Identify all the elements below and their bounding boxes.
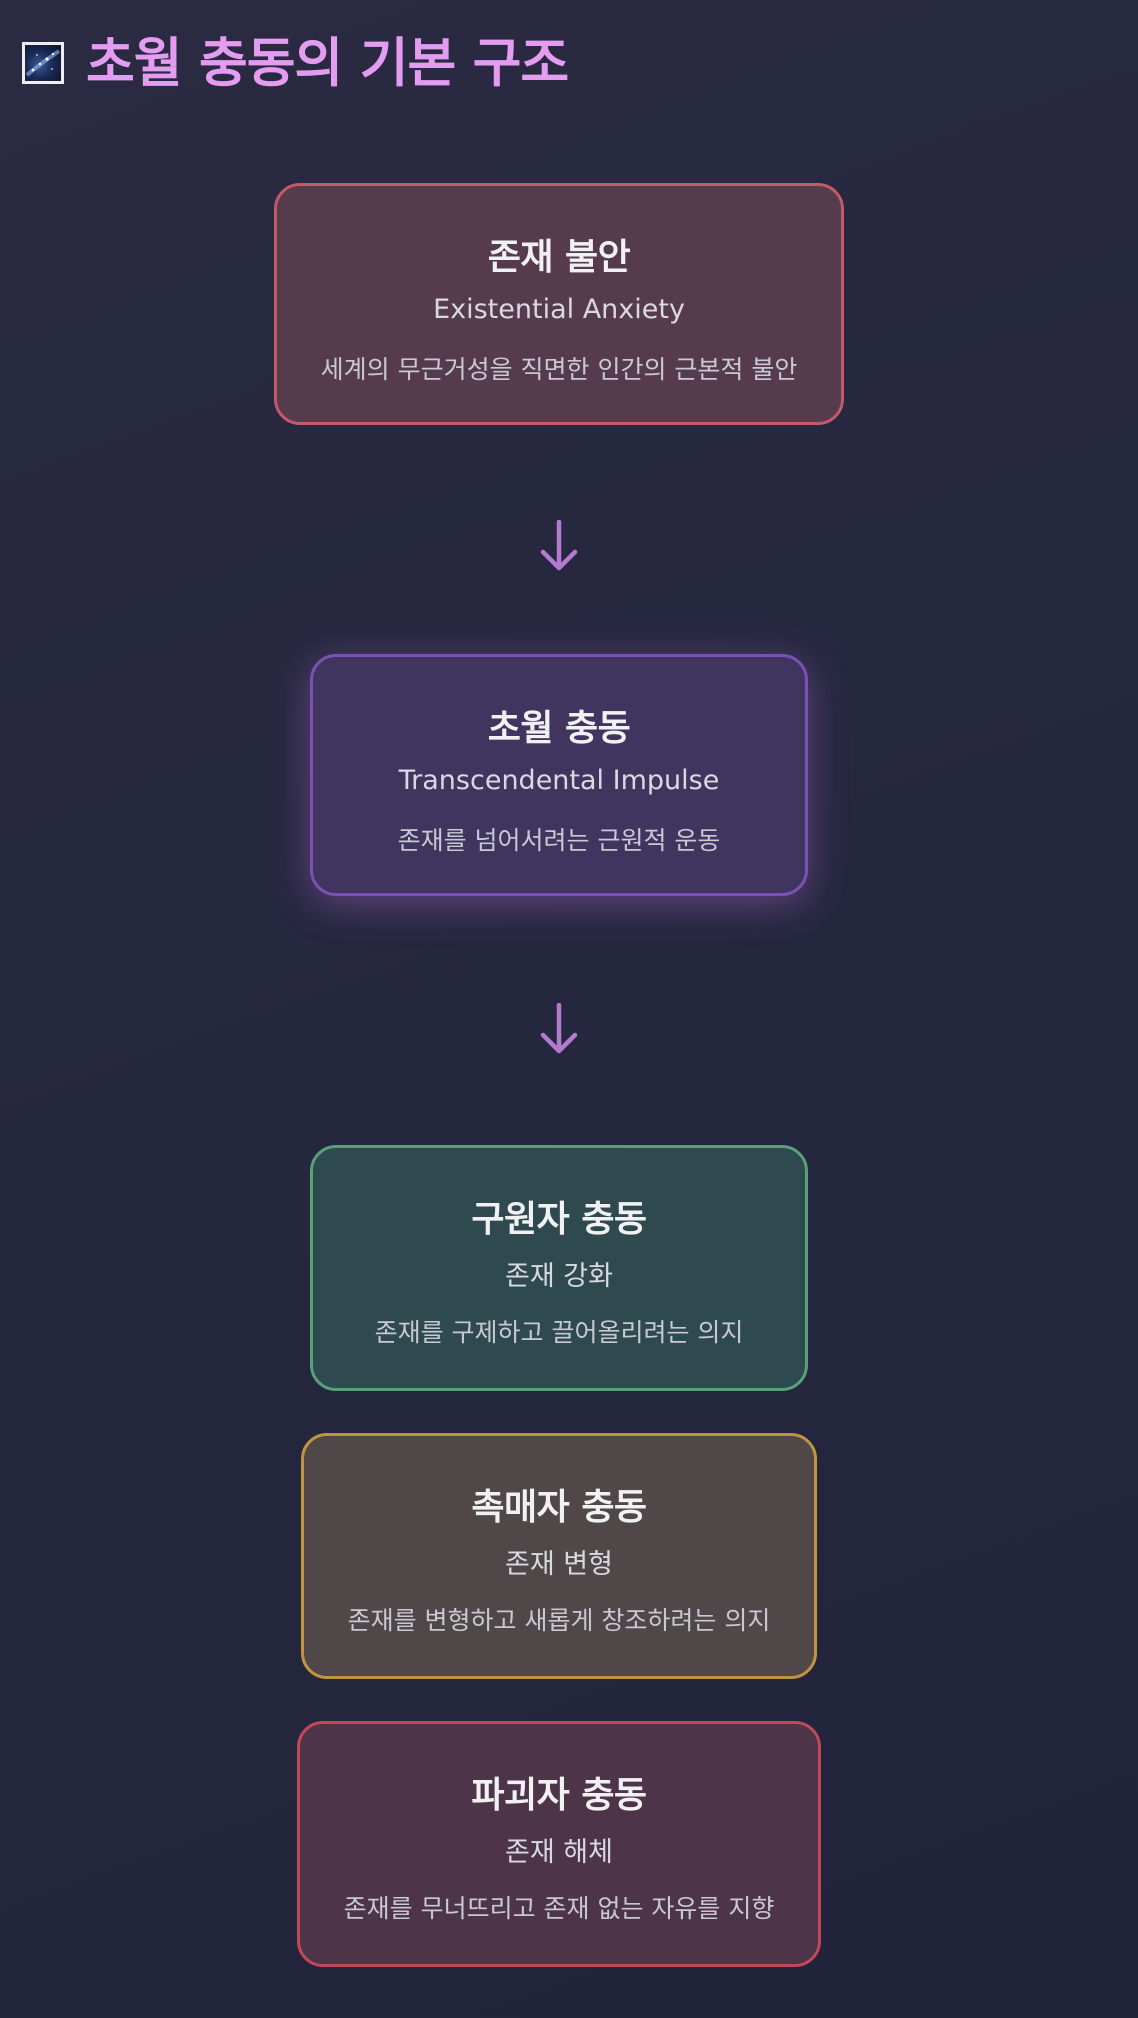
box-subtitle: 존재 해체 (505, 1837, 613, 1868)
box-subtitle: 존재 강화 (505, 1261, 613, 1292)
down-arrow-icon (540, 520, 578, 571)
down-arrow-icon (540, 1003, 578, 1054)
box-subtitle: 존재 변형 (505, 1549, 613, 1580)
box-subtitle: Transcendental Impulse (398, 765, 720, 796)
existential-anxiety-box: 존재 불안 Existential Anxiety 세계의 무근거성을 직면한 … (274, 183, 844, 425)
page-title: 초월 충동의 기본 구조 (86, 32, 569, 94)
box-title: 구원자 충동 (471, 1199, 647, 1240)
box-title: 존재 불안 (487, 237, 631, 278)
milky-way-icon (22, 42, 64, 84)
box-description: 존재를 변형하고 새롭게 창조하려는 의지 (347, 1606, 771, 1635)
transcendental-impulse-box: 초월 충동 Transcendental Impulse 존재를 넘어서려는 근… (310, 654, 808, 896)
box-description: 존재를 구제하고 끌어올리려는 의지 (374, 1318, 744, 1347)
box-subtitle: Existential Anxiety (433, 294, 685, 325)
savior-impulse-box: 구원자 충동 존재 강화 존재를 구제하고 끌어올리려는 의지 (310, 1145, 808, 1391)
destroyer-impulse-box: 파괴자 충동 존재 해체 존재를 무너뜨리고 존재 없는 자유를 지향 (297, 1721, 821, 1967)
catalyst-impulse-box: 촉매자 충동 존재 변형 존재를 변형하고 새롭게 창조하려는 의지 (301, 1433, 817, 1679)
box-title: 촉매자 충동 (471, 1487, 647, 1528)
box-title: 초월 충동 (487, 708, 631, 749)
box-title: 파괴자 충동 (471, 1775, 647, 1816)
box-description: 존재를 무너뜨리고 존재 없는 자유를 지향 (343, 1894, 775, 1923)
box-description: 세계의 무근거성을 직면한 인간의 근본적 불안 (320, 355, 798, 384)
page-header: 초월 충동의 기본 구조 (22, 30, 569, 96)
box-description: 존재를 넘어서려는 근원적 운동 (397, 826, 721, 855)
